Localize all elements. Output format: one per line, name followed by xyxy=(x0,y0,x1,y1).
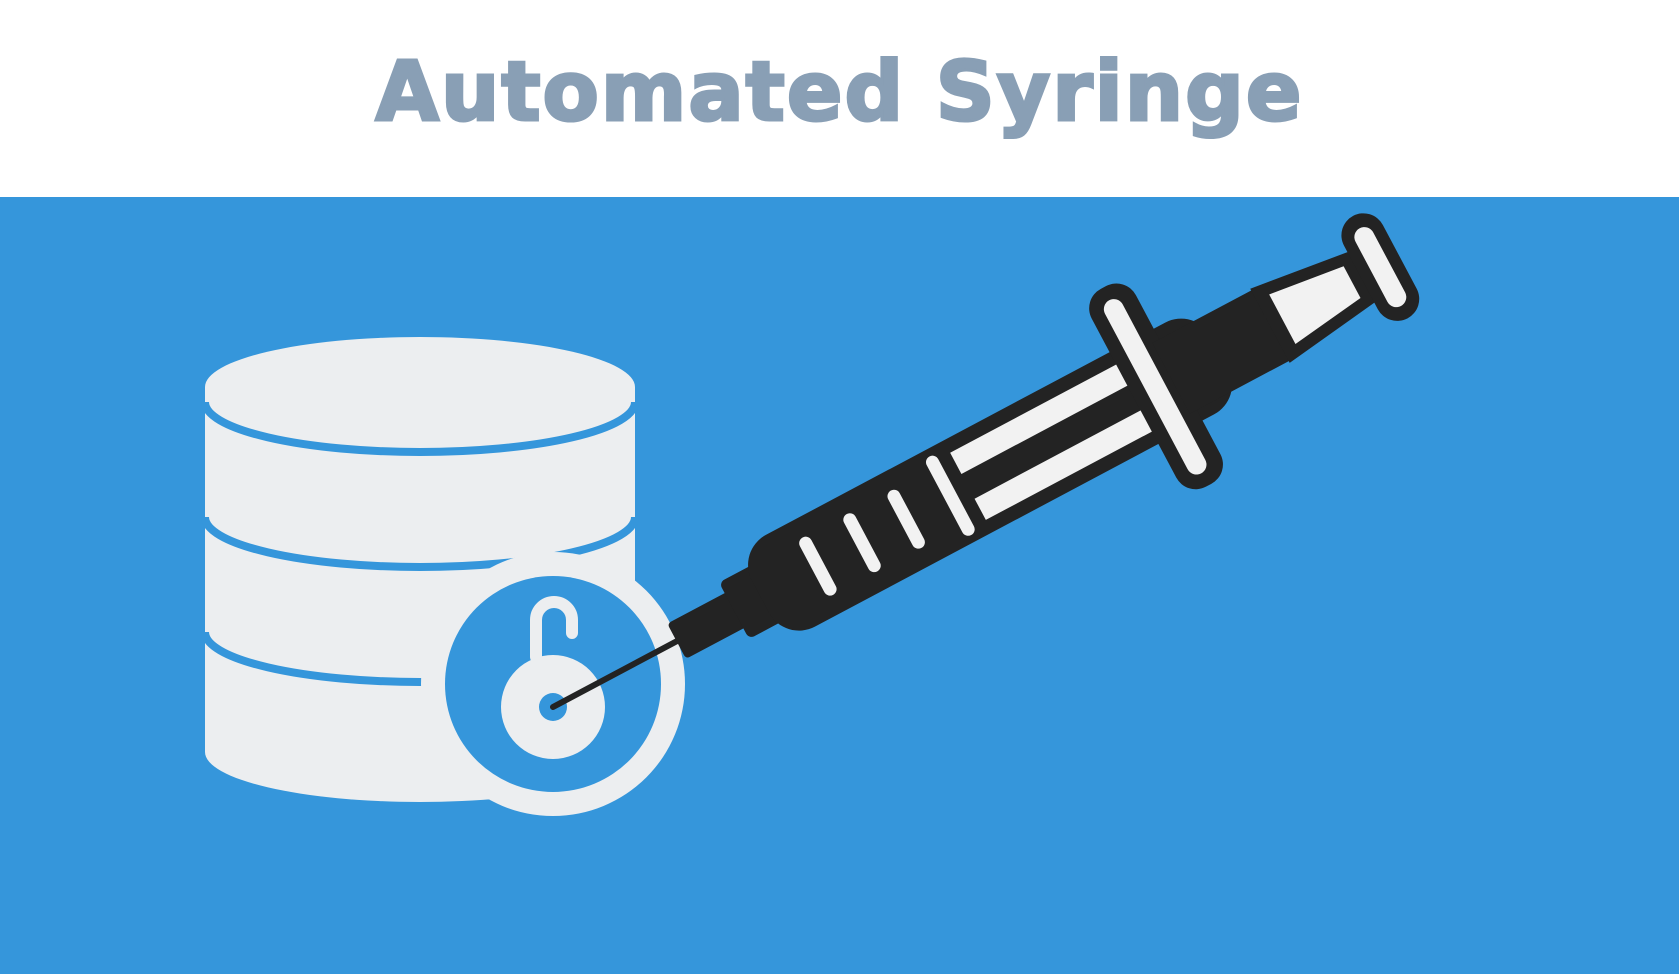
illustration-panel xyxy=(0,197,1679,974)
unlocked-padlock-icon xyxy=(421,552,685,816)
illustration xyxy=(201,213,1420,816)
page-title: Automated Syringe xyxy=(374,44,1304,142)
title-band: Automated Syringe xyxy=(0,0,1679,197)
syringe-icon xyxy=(550,213,1420,710)
